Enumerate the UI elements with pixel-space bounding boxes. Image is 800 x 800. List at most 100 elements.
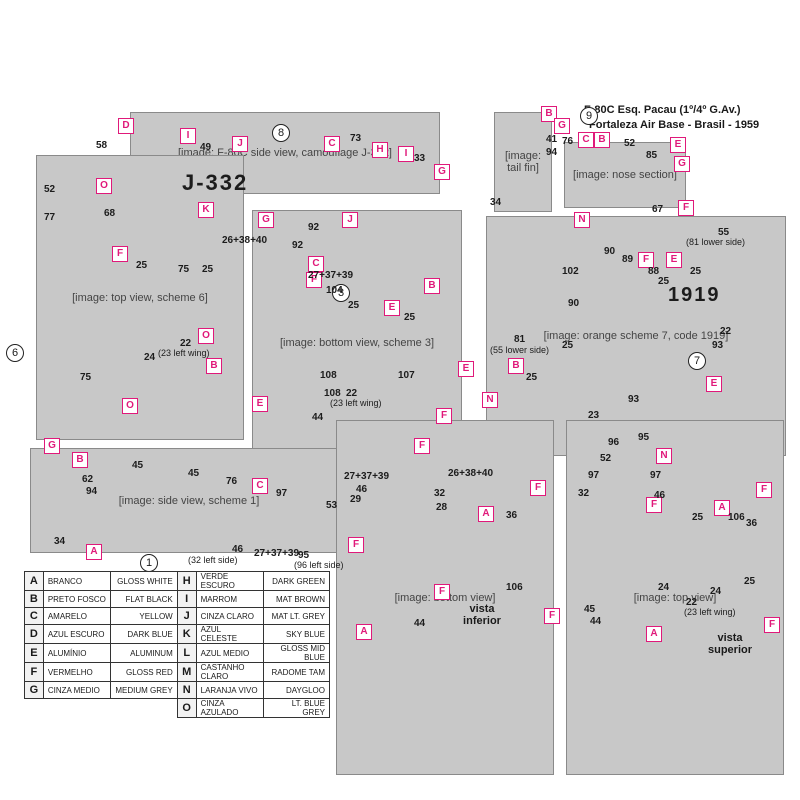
color-tag: E (706, 376, 722, 392)
callout: 68 (104, 208, 116, 219)
color-tag: G (674, 156, 690, 172)
color-tag: A (356, 624, 372, 640)
callout: 90 (568, 298, 580, 309)
color-legend-table: A BRANCO GLOSS WHITE H VERDE ESCURO DARK… (24, 571, 331, 718)
scheme-number-6: 6 (6, 344, 24, 362)
legend-portuguese: VERDE ESCURO (195, 571, 264, 591)
callout: 29 (350, 494, 362, 505)
sheet-title-line1: F-80C Esq. Pacau (1º/4º G.Av.) (584, 104, 741, 116)
callout: 90 (604, 246, 616, 257)
callout: 76 (562, 136, 574, 147)
legend-row: B PRETO FOSCO FLAT BLACK I MARROM MAT BR… (24, 590, 331, 608)
callout: 46 (356, 484, 368, 495)
color-tag: F (414, 438, 430, 454)
vista-inferior-label: vista inferior (463, 603, 501, 627)
callout: 25 (658, 276, 670, 287)
callout: 22 (346, 388, 358, 399)
legend-letter: G (24, 681, 44, 699)
callout: 34 (54, 536, 66, 547)
legend-letter: J (176, 607, 197, 625)
color-tag: O (96, 178, 112, 194)
callout: 22 (720, 326, 732, 337)
color-tag: A (86, 544, 102, 560)
callout: 92 (308, 222, 320, 233)
legend-english: GLOSS WHITE (109, 571, 178, 591)
callout: 25 (404, 312, 416, 323)
callout: (23 left wing) (158, 348, 210, 358)
color-tag: F (348, 537, 364, 553)
color-tag: A (646, 626, 662, 642)
callout: 81 (514, 334, 526, 345)
legend-portuguese: AZUL MEDIO (195, 643, 264, 663)
callout: 44 (590, 616, 602, 627)
color-tag: C (324, 136, 340, 152)
color-tag: F (764, 617, 780, 633)
callout: 33 (414, 153, 426, 164)
legend-letter: K (176, 624, 197, 644)
color-tag: G (44, 438, 60, 454)
legend-portuguese: BRANCO (42, 571, 111, 591)
callout: 95 (298, 550, 310, 561)
callout: 107 (398, 370, 415, 381)
callout: 46 (654, 490, 666, 501)
legend-portuguese: LARANJA VIVO (195, 681, 264, 699)
callout: 24 (144, 352, 156, 363)
legend-portuguese: MARROM (195, 590, 264, 608)
tail-view-9: [image: tail fin] (494, 112, 552, 212)
legend-portuguese: CINZA AZULADO (195, 698, 264, 718)
callout: 26+38+40 (222, 235, 268, 246)
callout: 32 (434, 488, 446, 499)
callout: (96 left side) (294, 560, 344, 570)
legend-english: DARK BLUE (109, 624, 178, 644)
color-tag: J (342, 212, 358, 228)
color-tag: G (554, 118, 570, 134)
callout: 45 (132, 460, 144, 471)
legend-english: GLOSS RED (109, 662, 178, 682)
scheme-number-8: 8 (272, 124, 290, 142)
scheme-number-9: 9 (580, 107, 598, 125)
legend-letter: H (176, 571, 197, 591)
callout: 46 (232, 544, 244, 555)
legend-english: FLAT BLACK (109, 590, 178, 608)
callout: 36 (746, 518, 758, 529)
color-tag: C (308, 256, 324, 272)
callout: 24 (658, 582, 670, 593)
color-tag: F (436, 408, 452, 424)
color-tag: O (198, 328, 214, 344)
callout: 25 (202, 264, 214, 275)
callout: 85 (646, 150, 658, 161)
callout: 27+37+39 (308, 270, 354, 281)
legend-letter: E (24, 643, 44, 663)
callout: 92 (292, 240, 304, 251)
aircraft-top-view-7: [image: orange scheme 7, code 1919] (486, 216, 786, 456)
callout: 97 (588, 470, 600, 481)
callout: (23 left wing) (684, 607, 736, 617)
legend-english: GLOSS MID BLUE (262, 643, 331, 663)
callout: 102 (562, 266, 579, 277)
legend-letter: A (24, 571, 44, 591)
color-tag: F (756, 482, 772, 498)
legend-letter: I (176, 590, 197, 608)
callout: 25 (690, 266, 702, 277)
legend-english: DARK GREEN (262, 571, 331, 591)
callout: 108 (324, 388, 341, 399)
color-tag: K (198, 202, 214, 218)
legend-english: MEDIUM GREY (109, 681, 178, 699)
color-tag: F (306, 272, 322, 288)
legend-letter: O (176, 698, 197, 718)
color-tag: J (232, 136, 248, 152)
callout: (81 lower side) (686, 237, 746, 247)
callout: 23 (588, 410, 600, 421)
callout: 75 (80, 372, 92, 383)
legend-row: D AZUL ESCURO DARK BLUE K AZUL CELESTE S… (24, 624, 331, 644)
color-tag: B (424, 278, 440, 294)
callout: 28 (436, 502, 448, 513)
legend-english: SKY BLUE (262, 624, 331, 644)
sheet-title-line2: Fortaleza Air Base - Brasil - 1959 (589, 119, 760, 131)
callout: 104 (326, 285, 343, 296)
callout: 97 (650, 470, 662, 481)
color-tag: B (541, 106, 557, 122)
legend-english: MAT BROWN (262, 590, 331, 608)
callout: 93 (628, 394, 640, 405)
callout: 24 (710, 586, 722, 597)
